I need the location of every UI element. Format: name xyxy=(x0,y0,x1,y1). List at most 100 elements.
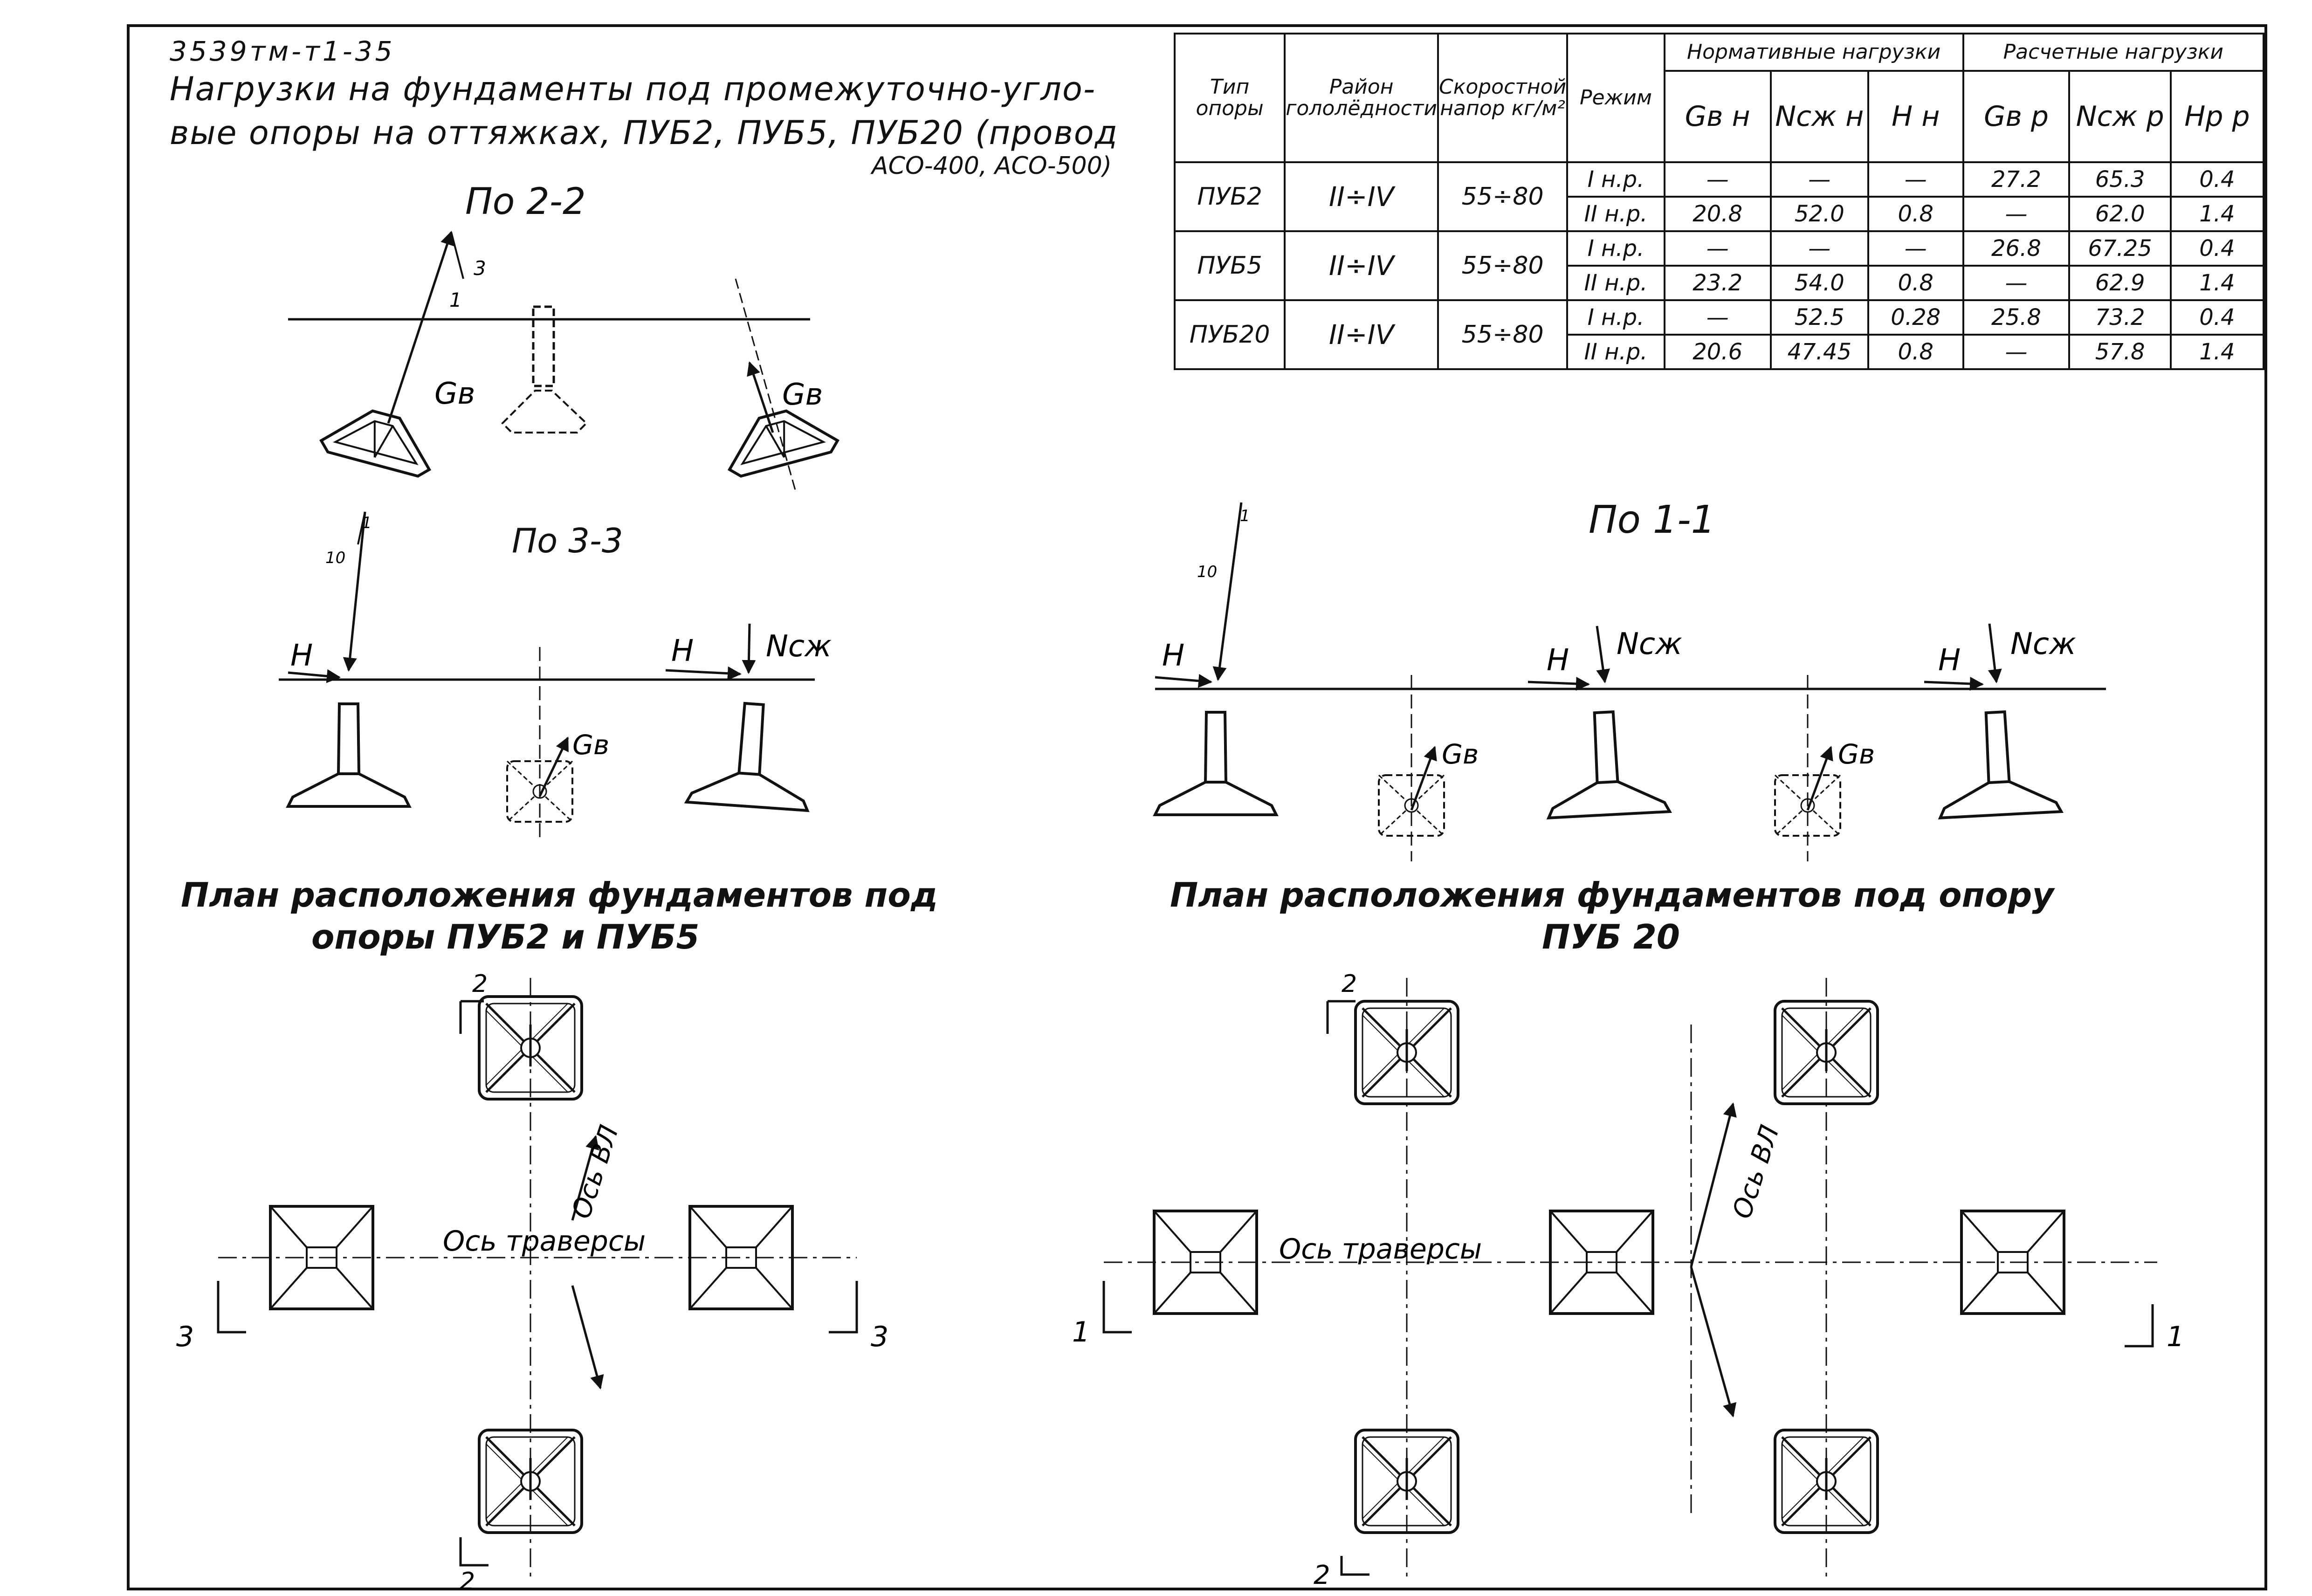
subheader-ncz-p: Nсж р xyxy=(2068,70,2172,163)
cell-value: 1.4 xyxy=(2169,334,2265,370)
cell-value: 20.8 xyxy=(1663,196,1772,232)
slope-1-label: 1 xyxy=(449,289,462,311)
section-2-2-title: По 2-2 xyxy=(465,181,586,223)
axis-vl-left: Ось ВЛ xyxy=(566,1121,625,1222)
cut-3-left: 3 xyxy=(176,1321,194,1353)
cell-region: II÷IV xyxy=(1284,161,1439,232)
cell-value: 25.8 xyxy=(1962,299,2071,336)
ncz-label-3: Nсж xyxy=(2010,627,2076,661)
slope-3-label: 3 xyxy=(474,257,486,280)
axis-vl-right: Ось ВЛ xyxy=(1727,1121,1785,1222)
sheet-title-line3: АСО-400, АСО-500) xyxy=(872,152,1112,180)
cell-speed: 55÷80 xyxy=(1437,299,1569,370)
cut-1-right: 1 xyxy=(2167,1321,2184,1353)
subheader-gb-p: Gв р xyxy=(1962,70,2071,163)
cell-value: 52.5 xyxy=(1769,299,1869,336)
ncz-label-1: Nсж xyxy=(766,629,832,664)
drawing-sheet: 3539тм-т1-35 Нагрузки на фундаменты под … xyxy=(127,24,2267,1590)
cell-value: 0.8 xyxy=(1867,265,1964,301)
cell-mode: II н.р. xyxy=(1566,196,1665,232)
cell-value: 0.4 xyxy=(2169,161,2265,198)
section-1-1-title: По 1-1 xyxy=(1589,498,1715,542)
cell-value: 65.3 xyxy=(2068,161,2172,198)
slope-1-label-a: 1 xyxy=(362,514,372,532)
cell-mode: II н.р. xyxy=(1566,265,1665,301)
cell-value: 0.4 xyxy=(2169,299,2265,336)
gb-label-5: Gв xyxy=(1838,738,1875,770)
cell-value: — xyxy=(1663,161,1772,198)
cell-value: 67.25 xyxy=(2068,230,2172,267)
subheader-h-n: H н xyxy=(1867,70,1964,163)
cell-value: 47.45 xyxy=(1769,334,1869,370)
plan-left-title-line1: План расположения фундаментов под xyxy=(181,875,938,915)
header-normative: Нормативные нагрузки xyxy=(1663,33,1964,72)
cell-value: — xyxy=(1867,230,1964,267)
cell-value: 1.4 xyxy=(2169,196,2265,232)
h-label-2: H xyxy=(671,634,694,668)
cut-2-bottom-right: 2 xyxy=(1314,1560,1330,1589)
axis-traverse-right: Ось траверсы xyxy=(1279,1233,1482,1266)
cell-value: 54.0 xyxy=(1769,265,1869,301)
cell-mode: II н.р. xyxy=(1566,334,1665,370)
cell-value: — xyxy=(1867,161,1964,198)
h-label-3: H xyxy=(1162,639,1184,673)
cell-value: — xyxy=(1663,299,1772,336)
h-label-1: H xyxy=(290,639,313,673)
header-speed: Скоростной напор кг/м² xyxy=(1437,33,1569,163)
cell-value: — xyxy=(1769,230,1869,267)
sheet-title-line2: вые опоры на оттяжках, ПУБ2, ПУБ5, ПУБ20… xyxy=(170,114,1118,152)
gb-label-4: Gв xyxy=(1442,738,1479,770)
cell-mode: I н.р. xyxy=(1566,230,1665,267)
cell-value: 57.8 xyxy=(2068,334,2172,370)
cell-value: — xyxy=(1663,230,1772,267)
h-label-4: H xyxy=(1547,643,1569,678)
cell-region: II÷IV xyxy=(1284,299,1439,370)
cut-2-bottom-left: 2 xyxy=(460,1568,475,1589)
subheader-gb-n: Gв н xyxy=(1663,70,1772,163)
cell-speed: 55÷80 xyxy=(1437,230,1569,301)
gb-label-2: Gв xyxy=(782,378,823,412)
ncz-label-2: Nсж xyxy=(1617,627,1682,661)
cut-1-left: 1 xyxy=(1072,1316,1090,1348)
header-type: Тип опоры xyxy=(1173,33,1286,163)
cell-value: 27.2 xyxy=(1962,161,2071,198)
cell-value: 62.0 xyxy=(2068,196,2172,232)
sheet-title-line1: Нагрузки на фундаменты под промежуточно-… xyxy=(170,70,1096,108)
cell-value: — xyxy=(1962,265,2071,301)
cell-value: 52.0 xyxy=(1769,196,1869,232)
cell-value: 0.8 xyxy=(1867,334,1964,370)
cell-value: 0.8 xyxy=(1867,196,1964,232)
slope-1-label-b: 1 xyxy=(1240,507,1250,525)
cell-value: 73.2 xyxy=(2068,299,2172,336)
header-mode: Режим xyxy=(1566,33,1665,163)
cell-mode: I н.р. xyxy=(1566,161,1665,198)
cell-value: 0.28 xyxy=(1867,299,1964,336)
drawing-layer: 3 1 Gв Gв 10 1 H H Nсж Gв xyxy=(176,231,2184,1589)
header-region: Район гололёдности xyxy=(1284,33,1439,163)
loads-table: Тип опоры Район гололёдности Скоростной … xyxy=(1173,33,2265,370)
cell-mode: I н.р. xyxy=(1566,299,1665,336)
cell-value: 0.4 xyxy=(2169,230,2265,267)
gb-label-3: Gв xyxy=(572,729,609,761)
h-label-5: H xyxy=(1938,643,1961,678)
subheader-h-p: Hр р xyxy=(2169,70,2265,163)
plan-right-title-line2: ПУБ 20 xyxy=(1542,917,1680,956)
header-design: Расчетные нагрузки xyxy=(1962,33,2264,72)
document-id: 3539тм-т1-35 xyxy=(170,35,395,67)
section-3-3-title: По 3-3 xyxy=(512,521,623,560)
cell-value: 23.2 xyxy=(1663,265,1772,301)
cell-value: 26.8 xyxy=(1962,230,2071,267)
gb-label-1: Gв xyxy=(434,377,475,411)
cell-type: ПУБ5 xyxy=(1173,230,1286,301)
cell-value: 1.4 xyxy=(2169,265,2265,301)
cell-type: ПУБ20 xyxy=(1173,299,1286,370)
cut-2-top-right: 2 xyxy=(1342,970,1357,998)
slope-10-label-b: 10 xyxy=(1197,563,1217,581)
cut-2-top-left: 2 xyxy=(472,970,488,998)
cell-value: — xyxy=(1769,161,1869,198)
